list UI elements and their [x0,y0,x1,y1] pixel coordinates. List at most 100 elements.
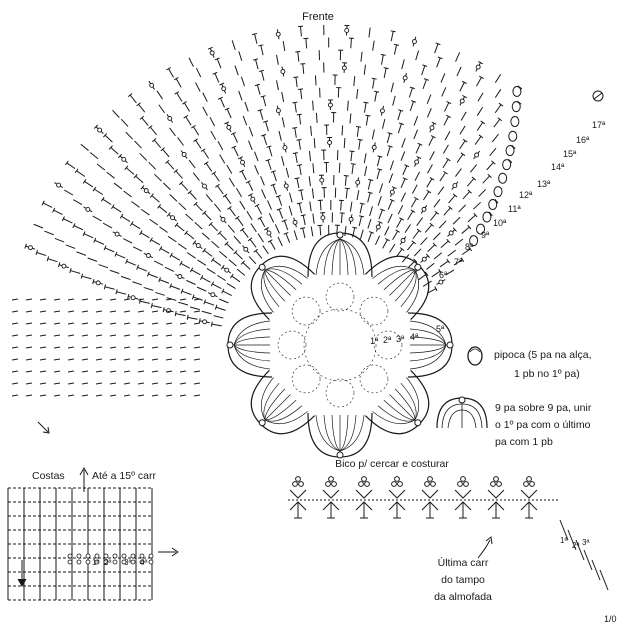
chain-dot [95,280,101,286]
bico-title: Bico p/ cercar e costurar [335,458,449,470]
stitch-mark [313,138,316,149]
bico-repeat [289,476,307,519]
stitch-mark [189,191,197,200]
round-9: 9ª [481,230,490,240]
stitch-mark [185,213,194,222]
chain-dot [97,127,103,133]
stitch-mark [259,110,264,120]
stitch-mark [274,224,280,234]
stitch-cap [57,262,61,268]
chain-dot [226,124,232,130]
popcorn [498,172,508,184]
chain-dot [76,553,82,559]
stitch-cap [93,237,97,243]
stitch-mark [389,160,394,171]
stitch-mark [126,260,136,266]
stitch-cap [409,86,415,90]
stitch-cap [157,204,162,209]
stitch-mark [365,115,369,126]
stitch-mark [212,283,222,289]
stitch-cap [200,275,204,281]
stitch-mark [211,323,222,327]
picot-dot [391,481,397,487]
picot-dot [430,481,436,487]
stitch-mark [73,199,83,206]
picot-dot [496,481,502,487]
stitch-mark [283,220,289,231]
stitch-mark [285,233,291,243]
stitch-cap [494,199,499,204]
stitch-mark [95,346,103,349]
petal-stitch [406,269,420,313]
stitch-mark [338,162,341,173]
stitch-mark [227,224,235,233]
stitch-mark [123,238,133,244]
stitch-mark [53,394,61,397]
arrow-down-icon [17,560,27,588]
stitch-cap [245,180,251,184]
stitch-mark [312,213,315,224]
stitch-mark [247,181,254,191]
stitch-mark [137,266,148,272]
stitch-cap [166,212,171,217]
stitch-mark [443,102,450,112]
stitch-cap [252,32,258,36]
stitch-mark [267,159,272,170]
petal-stitch [389,269,416,296]
stitch-mark [428,136,434,146]
stitch-mark [350,151,353,162]
stitch-mark [179,298,187,301]
stitch-mark [216,58,222,69]
popcorn [505,145,515,157]
stitch-cap [410,100,417,103]
stitch-mark [95,394,103,397]
stitch-mark [95,298,103,301]
stitch-cap [358,215,365,218]
petal [307,412,373,459]
stitch-mark [81,394,89,397]
petal-stitch [409,320,447,346]
stitch-mark [137,358,145,361]
chain-dot [243,246,249,252]
picot-dot [427,476,433,482]
stitch-mark [415,144,421,154]
petal-stitch [409,344,447,354]
stitch-mark [109,269,120,274]
stitch-mark [226,282,236,289]
stitch-mark [170,285,181,290]
stitch-mark [378,209,383,220]
stitch-cap [224,107,230,111]
stitch-mark [233,146,239,157]
stitch-mark [192,172,200,181]
stitch-mark [298,203,302,214]
stitch-cap [210,257,215,262]
stitch-cap [367,191,373,194]
stitch-cap [230,132,236,136]
stitch-mark [67,358,75,361]
chain-dot [170,215,175,221]
popcorn [488,199,498,211]
chain-dot [121,559,127,565]
stitch-mark [164,266,175,272]
stitch-mark [201,277,211,283]
shell-symbol-icon [436,396,488,429]
stitch-mark [11,310,19,313]
stitch-cap [179,260,183,266]
stitch-mark [179,358,187,361]
chain-dot [250,196,256,202]
stitch-cap [416,155,422,159]
stitch-mark [109,322,117,325]
stitch-cap [178,181,184,186]
stitch-mark [232,133,238,143]
stitch-cap [222,193,228,198]
stitch-mark [217,274,227,282]
chain-dot [103,559,109,565]
bico-strip [288,476,609,591]
stitch-mark [179,334,187,337]
stitch-cap [114,251,118,257]
stitch-mark [217,185,224,195]
stitch-mark [392,230,399,240]
stitch-mark [459,82,465,92]
stitch-mark [175,170,183,179]
stitch-mark [269,240,276,250]
